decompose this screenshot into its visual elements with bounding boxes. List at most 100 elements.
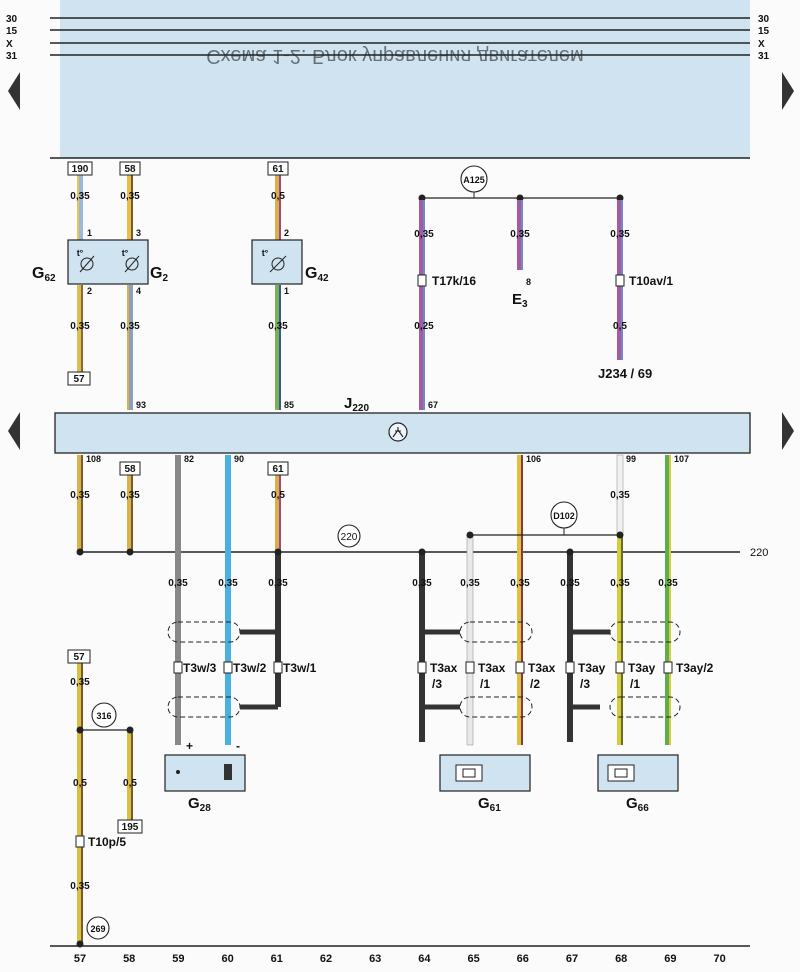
svg-text:0,35: 0,35 (120, 490, 140, 501)
svg-text:/3: /3 (432, 677, 442, 691)
svg-text:85: 85 (284, 400, 294, 410)
gauge-labels-left: 0,35 0,5 0,5 0,35 (70, 677, 137, 892)
svg-text:-: - (236, 739, 240, 753)
wire-x80-top (77, 170, 83, 375)
svg-text:T3w/2: T3w/2 (233, 661, 267, 675)
svg-text:0,35: 0,35 (510, 578, 530, 589)
svg-text:G62: G62 (32, 265, 56, 284)
bus-220-right-label: 220 (750, 547, 768, 559)
svg-text:T3ax: T3ax (478, 661, 506, 675)
connectors-t3ay: T3ay/3 T3ay/1 T3ay/2 (565, 661, 714, 691)
connector-t17k16: T17k/16 (417, 274, 476, 288)
ref-box-57-left: 57 (67, 649, 91, 664)
svg-text:T3ay: T3ay (578, 661, 606, 675)
svg-text:T10p/5: T10p/5 (88, 835, 126, 849)
wire-x80-bottom (77, 660, 83, 945)
svg-text:30: 30 (6, 14, 18, 25)
column-number: 69 (664, 953, 676, 965)
gauge-labels-under-ecu: 0,35 0,35 0,5 0,35 (70, 490, 630, 501)
svg-text:0,5: 0,5 (73, 778, 87, 789)
svg-text:t°: t° (262, 248, 269, 258)
section-prev-arrow-icon[interactable] (8, 412, 20, 450)
svg-text:108: 108 (86, 454, 101, 464)
wire-x520-lower (517, 455, 523, 745)
svg-text:99: 99 (626, 454, 636, 464)
bus-labels-left: 30 15 X 31 (6, 14, 18, 62)
svg-text:61: 61 (272, 164, 284, 175)
svg-text:/2: /2 (530, 677, 540, 691)
pins-ecu-bottom: 108 82 90 106 99 107 (86, 454, 689, 464)
svg-text:0,35: 0,35 (120, 191, 140, 202)
sensor-g66 (597, 754, 679, 792)
wire-x178 (175, 455, 181, 745)
wire-x80-lower (77, 455, 83, 552)
svg-text:67: 67 (428, 400, 438, 410)
svg-text:t°: t° (77, 248, 84, 258)
svg-text:T3ay: T3ay (628, 661, 656, 675)
label-g61: G61 (478, 795, 501, 814)
svg-text:8: 8 (526, 277, 531, 287)
svg-text:0,35: 0,35 (70, 490, 90, 501)
svg-text:15: 15 (758, 26, 770, 37)
page-prev-arrow-icon[interactable] (8, 72, 20, 110)
svg-text:t°: t° (122, 248, 129, 258)
svg-text:61: 61 (272, 464, 284, 475)
pins-top: 1 3 2 2 4 1 8 (87, 228, 531, 296)
sensor-g42-box: t° (251, 239, 303, 285)
svg-text:/1: /1 (480, 677, 490, 691)
svg-text:G42: G42 (305, 265, 329, 284)
section-next-arrow-icon[interactable] (782, 412, 794, 450)
svg-text:3: 3 (136, 228, 141, 238)
svg-text:57: 57 (73, 374, 85, 385)
power-buses (50, 17, 750, 159)
ref-box-190: 190 (67, 161, 93, 176)
svg-text:195: 195 (122, 822, 139, 833)
svg-text:+: + (186, 739, 193, 753)
svg-text:30: 30 (758, 14, 770, 25)
column-number: 66 (517, 953, 529, 965)
wire-x520-top (517, 200, 523, 270)
ref-box-61-mid: 61 (267, 461, 289, 476)
svg-text:0,35: 0,35 (412, 578, 432, 589)
wire-x130-top (127, 170, 133, 410)
svg-text:0,35: 0,35 (510, 229, 530, 240)
svg-text:T3w/3: T3w/3 (183, 661, 217, 675)
svg-text:58: 58 (124, 464, 136, 475)
label-e3: E3 (512, 291, 528, 310)
column-number: 65 (467, 953, 479, 965)
svg-text:106: 106 (526, 454, 541, 464)
node-316: 316 (91, 702, 117, 728)
wire-x130-bottom (127, 730, 133, 822)
svg-text:G28: G28 (188, 795, 211, 814)
svg-text:0,35: 0,35 (268, 578, 288, 589)
bus-220-junctions (76, 548, 574, 556)
column-number: 68 (615, 953, 627, 965)
page-next-arrow-icon[interactable] (782, 72, 794, 110)
label-g28: G28 (188, 795, 211, 814)
sensor-g61 (439, 754, 531, 792)
svg-text:31: 31 (6, 51, 18, 62)
svg-text:0,35: 0,35 (560, 578, 580, 589)
column-number: 63 (369, 953, 381, 965)
column-number: 61 (271, 953, 283, 965)
sensor-g62-g2-box: t° t° (67, 239, 149, 285)
sensor-g28: + - (164, 739, 246, 792)
wire-x228 (225, 455, 231, 745)
svg-text:0,5: 0,5 (123, 778, 137, 789)
gauge-labels-top: 0,35 0,35 0,5 0,35 0,35 0,35 (70, 191, 630, 240)
node-269: 269 (86, 916, 110, 940)
connectors-t3ax: T3ax/3 T3ax/1 T3ax/2 (417, 661, 556, 691)
column-number: 67 (566, 953, 578, 965)
svg-text:190: 190 (72, 164, 89, 175)
svg-text:X: X (6, 39, 13, 50)
connectors-t3w: T3w/3 T3w/2 T3w/1 (173, 661, 317, 675)
svg-text:0,35: 0,35 (610, 578, 630, 589)
svg-text:4: 4 (136, 286, 141, 296)
svg-text:0,35: 0,35 (70, 677, 90, 688)
svg-text:0,35: 0,35 (658, 578, 678, 589)
svg-text:J234 / 69: J234 / 69 (598, 366, 652, 381)
column-number: 57 (74, 953, 86, 965)
header-band (60, 0, 750, 158)
ref-box-61-top: 61 (267, 161, 289, 176)
svg-text:X: X (758, 39, 765, 50)
